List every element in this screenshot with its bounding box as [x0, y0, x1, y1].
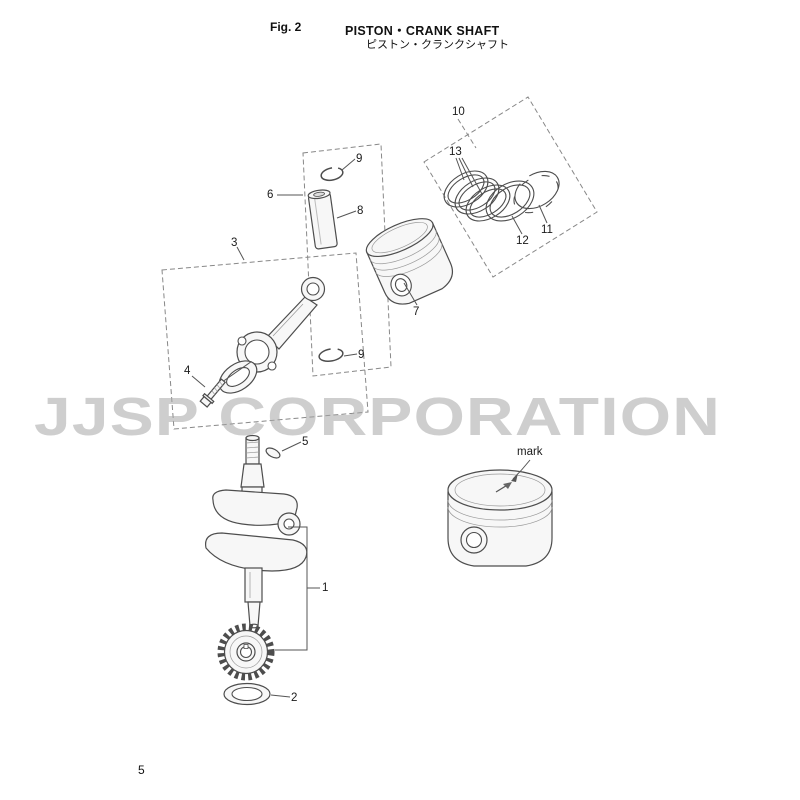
mark-annotation: mark	[517, 446, 543, 458]
piston-ring	[485, 180, 535, 222]
piston-pin	[307, 189, 338, 250]
callout-9-top: 9	[356, 153, 363, 165]
callout-5: 5	[302, 436, 309, 448]
callout-6: 6	[267, 189, 274, 201]
piston-exploded	[365, 218, 453, 305]
woodruff-key	[265, 447, 281, 459]
oil-ring-expander	[513, 170, 560, 214]
rod-bolt	[199, 378, 227, 408]
rod-cap	[218, 360, 258, 394]
washer	[223, 682, 271, 706]
leader-lines	[191, 118, 548, 698]
callout-13: 13	[449, 146, 462, 158]
timing-gear	[217, 623, 275, 681]
page-title-japanese: ピストン・クランクシャフト	[366, 39, 509, 51]
callout-2: 2	[291, 692, 298, 704]
callout-3: 3	[231, 237, 238, 249]
dashed-box-pin-group	[302, 143, 392, 377]
dashed-box-rod-group	[161, 252, 369, 430]
piston-mark-view	[447, 469, 553, 567]
circlip-bottom	[318, 347, 344, 363]
watermark-logo: JJSP CORPORATION	[34, 387, 722, 447]
figure-number: Fig. 2	[270, 20, 302, 34]
callout-11: 11	[541, 224, 553, 236]
callout-12: 12	[516, 235, 529, 247]
callout-7: 7	[413, 306, 420, 318]
callout-10: 10	[452, 106, 465, 118]
callout-4: 4	[184, 365, 191, 377]
crankshaft	[204, 434, 308, 629]
callout-9-bottom: 9	[358, 349, 365, 361]
callout-1: 1	[322, 582, 329, 594]
circlip-top	[320, 166, 344, 182]
callout-8: 8	[357, 205, 364, 217]
page-title: PISTON・CRANK SHAFT	[345, 24, 500, 38]
page-number: 5	[138, 763, 145, 777]
dashed-box-ring-group	[423, 96, 598, 278]
connecting-rod	[236, 276, 326, 373]
piston-ring-set	[443, 170, 511, 222]
